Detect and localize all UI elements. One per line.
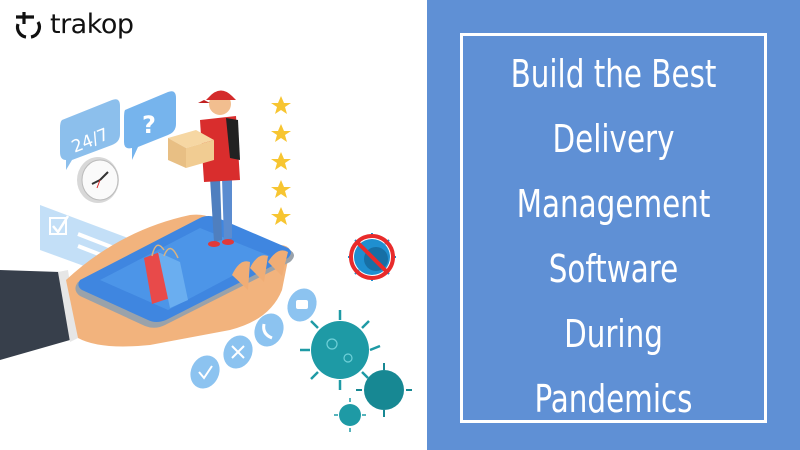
shopping-bag-icon bbox=[144, 244, 188, 308]
title-line-5: During bbox=[564, 312, 663, 356]
svg-text:?: ? bbox=[142, 111, 156, 139]
title-line-6: Pandemics bbox=[534, 377, 693, 421]
title-line-4: Software bbox=[548, 247, 679, 291]
suit-sleeve bbox=[0, 270, 70, 360]
brand-name: trakop bbox=[50, 9, 134, 40]
title-line-3: Management bbox=[516, 182, 711, 226]
title-frame: Build the Best Delivery Management Softw… bbox=[460, 33, 767, 423]
title-line-2: Delivery bbox=[552, 117, 675, 161]
trakop-logo-icon bbox=[15, 12, 41, 39]
virus-icon bbox=[300, 310, 412, 432]
title-panel: Build the Best Delivery Management Softw… bbox=[427, 0, 800, 450]
title-line-1: Build the Best bbox=[510, 52, 717, 96]
courier-person bbox=[168, 90, 240, 247]
brand-logo[interactable]: trakop bbox=[12, 10, 134, 40]
smartphone bbox=[75, 216, 294, 328]
clock-icon bbox=[77, 157, 119, 203]
delivery-illustration: 24/7 ? bbox=[0, 90, 412, 432]
page-title: Build the Best Delivery Management Softw… bbox=[463, 42, 764, 432]
no-virus-icon bbox=[348, 233, 396, 281]
rating-stars bbox=[271, 96, 291, 225]
chat-bubble-question-icon: ? bbox=[124, 91, 176, 160]
illustration-area: trakop 24/7 ? bbox=[0, 9, 412, 432]
action-circle-icons bbox=[190, 288, 317, 389]
